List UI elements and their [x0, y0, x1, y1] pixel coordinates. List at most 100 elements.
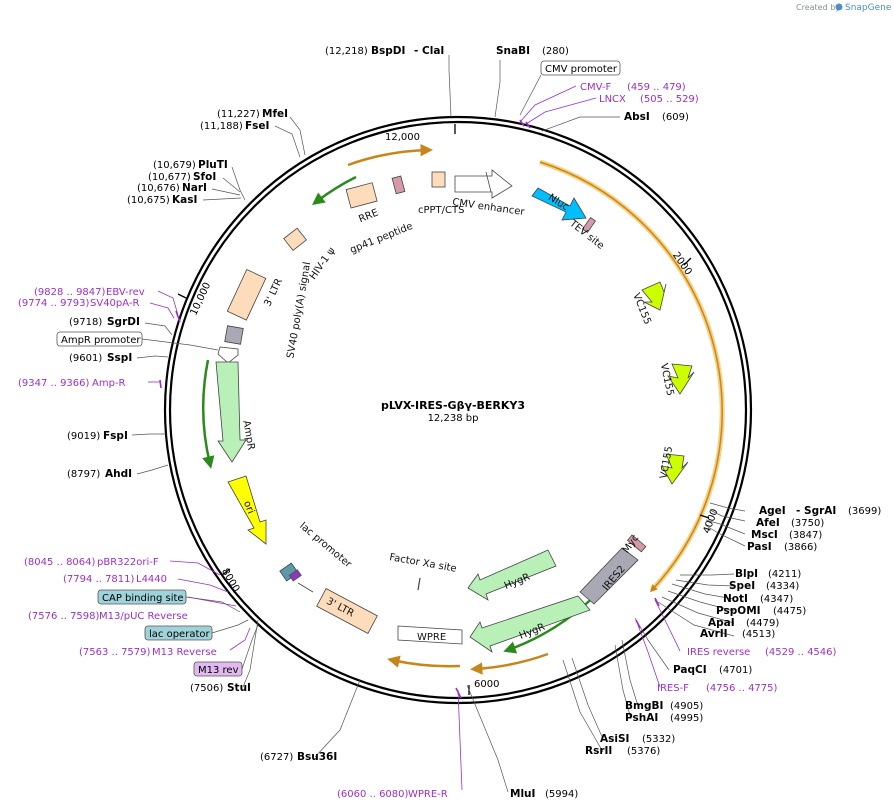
- enzyme-spei[interactable]: SpeI(4334): [729, 580, 799, 592]
- enzyme-blpi[interactable]: BlpI(4211): [735, 568, 801, 580]
- plasmid-name: pLVX-IRES-Gβγ-BERKY3: [381, 399, 525, 412]
- label-cppt: cPPT/CTS: [418, 205, 464, 216]
- ires2-box: [579, 547, 639, 605]
- enzyme-leader-lines: [131, 55, 746, 793]
- ampr-promoter-leader: [141, 338, 219, 351]
- ampr-arrow: [215, 361, 247, 463]
- myc-box: [626, 534, 647, 553]
- enzyme-bspdi[interactable]: (12,218)BspDI- ClaI: [325, 45, 444, 57]
- primer-ires-reverse[interactable]: IRES reverse(4529 .. 4546): [687, 647, 837, 658]
- enzyme-bsu36i[interactable]: (6727)Bsu36I: [260, 751, 337, 763]
- hygr-arrow-lower: [469, 595, 591, 653]
- enzyme-agei[interactable]: AgeI- SgrAI(3699): [759, 505, 881, 517]
- svg-text:CAP binding site: CAP binding site: [102, 593, 184, 604]
- primer-l4440[interactable]: (7794 .. 7811)L4440: [63, 574, 167, 585]
- primer-lncx[interactable]: LNCX(505 .. 529): [599, 94, 699, 105]
- boxed-m13-rev[interactable]: M13 rev: [193, 661, 243, 677]
- label-ltr-left: 3' LTR: [263, 277, 285, 308]
- cmv-enhancer-arrow: [454, 169, 513, 199]
- ltr-box-bottom: [316, 588, 378, 634]
- cppt-cts-box: [431, 171, 446, 188]
- label-vc155-2: VC155: [658, 362, 676, 396]
- enzyme-sfoi[interactable]: (10,677)SfoI: [148, 171, 216, 183]
- enzyme-sgrdi[interactable]: (9718)SgrDI: [69, 316, 140, 328]
- enzyme-pspomi[interactable]: PspOMI(4475): [716, 605, 806, 617]
- label-rre: RRE: [357, 207, 380, 225]
- primer-sv40pa-r[interactable]: (9774 .. 9793)SV40pA-R: [18, 298, 139, 309]
- tick-12000: 12,000: [385, 132, 420, 143]
- rre-box: [345, 182, 378, 209]
- label-tev: TEV site: [566, 218, 605, 252]
- credit-brand: SnapGene: [845, 3, 892, 13]
- green-arc-top-left: [312, 175, 357, 206]
- enzyme-pshai[interactable]: PshAI(4995): [625, 712, 703, 724]
- m13-rev-leader: [241, 624, 259, 670]
- primer-m13-reverse[interactable]: (7563 .. 7579)M13 Reverse: [79, 647, 217, 658]
- orf-arc-top: [347, 143, 433, 167]
- credit-prefix: Created by: [796, 3, 840, 12]
- orf-arc-bottom-left: [387, 655, 461, 668]
- enzyme-noti[interactable]: NotI(4347): [723, 593, 793, 605]
- cmv-promoter-leader: [519, 74, 542, 116]
- enzyme-ahdi[interactable]: (8797)AhdI: [67, 468, 132, 480]
- m13-rev-box: [288, 569, 302, 582]
- nluc-arrow: [531, 187, 587, 221]
- enzyme-asisi[interactable]: AsiSI(5332): [600, 733, 675, 745]
- boxed-ampr-promoter[interactable]: AmpR promoter: [56, 331, 143, 347]
- svg-text:AmpR promoter: AmpR promoter: [61, 335, 141, 346]
- ori-arrow: [227, 475, 267, 545]
- lac-operator-leader: [211, 619, 249, 634]
- primer-m13-puc-reverse[interactable]: (7576 .. 7598)M13/pUC Reverse: [28, 611, 188, 622]
- enzyme-nari[interactable]: (10,676)NarI: [137, 182, 207, 194]
- vc155-arrow-1: [641, 281, 667, 311]
- enzyme-bmgbi[interactable]: BmgBI(4905): [625, 700, 703, 712]
- lac-promoter-line: [297, 582, 314, 593]
- enzyme-fsei[interactable]: (11,188)FseI: [200, 120, 269, 132]
- green-arc-ampr: [202, 359, 215, 469]
- primer-pbr322ori-f[interactable]: (8045 .. 8064)pBR322ori-F: [24, 557, 159, 568]
- enzyme-fspi[interactable]: (9019)FspI: [67, 430, 128, 442]
- enzyme-pluti[interactable]: (10,679)PluTI: [153, 159, 228, 171]
- enzyme-pasi[interactable]: PasI(3866): [747, 541, 817, 553]
- enzyme-mfei[interactable]: (11,227)MfeI: [217, 108, 288, 120]
- orf-arc-bottom-right: [470, 652, 549, 675]
- wpre-box: [397, 625, 463, 645]
- vc155-arrow-3: [661, 453, 689, 485]
- boxed-cmv-promoter[interactable]: CMV promoter: [540, 60, 621, 76]
- label-sv40-polya: SV40 poly(A) signal: [285, 261, 313, 359]
- hygr-arrow-upper: [467, 549, 557, 601]
- snapgene-logo-icon: [835, 3, 843, 11]
- svg-text:CMV promoter: CMV promoter: [545, 64, 618, 75]
- primer-amp-r[interactable]: (9347 .. 9366)Amp-R: [18, 378, 126, 389]
- enzyme-stui[interactable]: (7506)StuI: [190, 682, 251, 694]
- gp41-peptide-box: [391, 175, 406, 195]
- label-factor-xa: Factor Xa site: [388, 552, 457, 575]
- primer-ebv-rev[interactable]: (9828 .. 9847)EBV-rev: [34, 287, 145, 298]
- primer-ires-f[interactable]: IRES-F(4756 .. 4775): [657, 683, 778, 694]
- enzyme-sspi[interactable]: (9601)SspI: [69, 352, 132, 364]
- enzyme-absi[interactable]: AbsI(609): [624, 111, 689, 123]
- enzyme-avrii[interactable]: AvrII(4513): [700, 628, 775, 640]
- label-gp41: gp41 peptide: [348, 221, 414, 256]
- enzyme-msci[interactable]: MscI(3847): [751, 529, 822, 541]
- ampr-promoter-arrow: [217, 346, 239, 364]
- plasmid-length: 12,238 bp: [428, 413, 479, 424]
- svg-text:lac operator: lac operator: [149, 629, 210, 640]
- enzyme-afei[interactable]: AfeI(3750): [756, 517, 824, 529]
- enzyme-paqci[interactable]: PaqCI(4701): [673, 664, 752, 676]
- enzyme-mlui[interactable]: MluI(5994): [510, 788, 578, 800]
- label-ori: ori: [241, 499, 256, 515]
- label-lac-promoter: lac promoter: [297, 521, 354, 571]
- primer-wpre-r[interactable]: (6060 .. 6080)WPRE-R: [337, 789, 448, 800]
- primer-cmv-f[interactable]: CMV-F(459 .. 479): [580, 82, 686, 93]
- enzyme-apai[interactable]: ApaI(4479): [708, 617, 779, 629]
- boxed-lac-operator[interactable]: lac operator: [144, 625, 213, 641]
- boxed-cap-binding-site[interactable]: CAP binding site: [97, 589, 187, 605]
- enzyme-kasi[interactable]: (10,675)KasI: [127, 194, 197, 206]
- enzyme-rsrii[interactable]: RsrII(5376): [585, 745, 660, 757]
- label-wpre: WPRE: [417, 632, 446, 643]
- enzyme-snabi[interactable]: SnaBI(280): [496, 45, 569, 57]
- cap-binding-leader: [185, 596, 241, 613]
- primer-marks: [159, 119, 660, 699]
